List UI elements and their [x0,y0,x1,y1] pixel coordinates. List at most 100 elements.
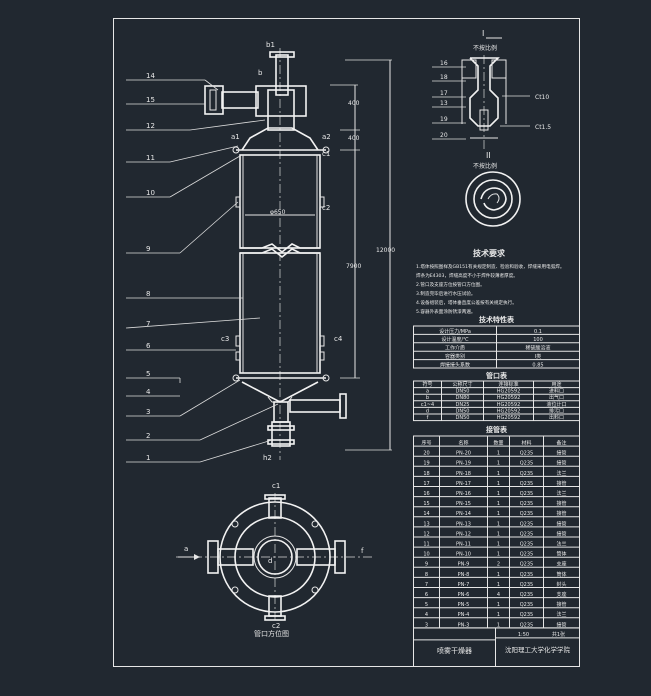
tech-req-line: 4.设备组装后，塔体垂直度公差按有关规定执行。 [416,299,517,306]
balloon-5: 5 [146,370,150,378]
parts-table-cell: 支座 [556,561,566,568]
parts-table-cell: Q235 [520,572,533,578]
balloon-2: 2 [146,432,150,440]
detail-II-caption: 不按比例 [473,162,497,170]
parts-table-cell: 20 [423,451,429,457]
detail-II-roman: II [486,151,491,160]
part-callouts [125,79,279,463]
parts-table-cell: Q235 [520,612,533,618]
nozzle-label-a1: a1 [231,133,240,141]
parts-table-cell: 1 [497,481,500,487]
parts-table-cell: Q235 [520,542,533,548]
detail-I-caption: 不按比例 [473,44,497,52]
balloon-3: 3 [146,408,150,416]
tech-req-title: 技术要求 [473,248,506,258]
nozzle-table-cell: d [426,408,429,414]
parts-table-cell: PN-4 [458,612,470,618]
tech-req-line: 1.塔体按照图样及GB151有关规定制造、检验和验收，焊缝采用电弧焊。 [416,263,565,270]
parts-table-cell: Q235 [520,521,533,527]
nozzle-label-a2: a2 [322,133,331,141]
parts-table-cell: 接管 [556,621,566,628]
parts-table-cell: PN-3 [458,622,470,628]
parts-table-cell: 法兰 [556,470,566,477]
dim-400-upper: 400 [348,100,360,107]
nozzle-table-title: 管口表 [486,371,508,380]
tech-req-lines: 1.塔体按照图样及GB151有关规定制造、检验和验收，焊缝采用电弧焊。 焊条为E… [416,263,565,315]
parts-table-cell: 材料 [521,440,531,447]
parts-table-cell: 1 [497,531,500,537]
title-block-name: 喷雾干燥器 [437,646,472,655]
balloon-10: 10 [146,189,155,197]
tech-req-line: 3.制造完毕后进行水压试验。 [416,290,476,297]
spec-table-cell: 设计压力/MPa [439,328,471,335]
title-block-sheet: 共1张 [552,631,565,638]
parts-table-cell: 1 [497,471,500,477]
detail-callout-20: 20 [440,132,448,139]
parts-table-cell: 支座 [556,591,566,598]
balloon-8: 8 [146,290,150,298]
parts-table-cell: 接管 [556,601,566,608]
nozzle-table-cell: 进料口 [549,388,564,395]
parts-table-cell: PN-7 [458,582,470,588]
balloon-1: 1 [146,454,150,462]
tech-req-line: 5.容器外表面涂防锈漆两遍。 [416,308,476,315]
parts-table-cell: PN-18 [456,471,471,477]
title-block-company: 沈阳理工大学化学学院 [505,645,571,654]
title-block-scale: 1:50 [518,632,529,638]
parts-table-cell: 法兰 [556,541,566,548]
parts-table-cell: 名称 [458,440,468,447]
spec-table-cell: 焊接接头系数 [440,361,470,368]
parts-table-cell: 10 [423,552,429,558]
parts-table-cell: Q235 [520,562,533,568]
parts-table-cell: PN-9 [458,562,470,568]
parts-table-cell: 接管 [556,500,566,507]
nozzle-orientation-view [176,493,372,621]
parts-table-cell: 接管 [556,530,566,537]
tech-req-line: 2.管口及支座方位按管口方位图。 [416,281,485,288]
nozzle-table-cell: 连接标准 [498,381,518,388]
parts-table-cell: 6 [425,592,428,598]
plan-label-c2: c2 [272,622,280,630]
parts-table-cell: PN-20 [456,451,471,457]
nozzle-label-c4: c4 [334,335,343,343]
parts-table-cell: 15 [423,501,429,507]
nozzle-table-cell: DN50 [456,389,470,395]
parts-table-cell: 9 [425,562,428,568]
parts-table-cell: PN-17 [456,481,471,487]
parts-table-cell: 1 [497,461,500,467]
parts-table-cell: PN-10 [456,552,471,558]
balloon-6: 6 [146,342,151,350]
nozzle-label-c3: c3 [221,335,229,343]
spec-table-cell: 设计温度/℃ [441,336,469,343]
parts-table-cell: Q235 [520,461,533,467]
parts-table-cell: 1 [497,582,500,588]
parts-table-cell: PN-5 [458,602,470,608]
nozzle-table-cell: 公称尺寸 [452,381,472,388]
nozzle-table-cell: HG20592 [497,402,521,408]
detail-I-roman: I [482,29,484,38]
nozzle-table-cell: c1~4 [421,402,434,408]
plan-label-f: f [361,547,364,555]
parts-table-cell: 5 [425,602,428,608]
parts-table-cell: Q235 [520,491,533,497]
parts-table-cell: 3 [425,622,428,628]
parts-table-cell: PN-8 [458,572,470,578]
parts-table-cell: 19 [423,461,429,467]
nozzle-table-cell: 液位计口 [546,401,566,408]
parts-table-cell: 1 [497,451,500,457]
parts-table-cell: Q235 [520,592,533,598]
nozzle-table-cell: HG20592 [497,408,521,414]
parts-table-cell: 12 [423,531,429,537]
parts-table-cell: PN-19 [456,461,471,467]
nozzle-table-cell: HG20592 [497,415,521,421]
nozzle-table-cell: DN80 [456,395,470,401]
detail-callout-19: 19 [440,116,448,123]
nozzle-table-cell: HG20592 [497,395,521,401]
spec-table-cell: 0.1 [534,329,542,335]
spec-table-cell: 稀硫酸溶液 [525,345,550,352]
parts-table-cell: 1 [497,542,500,548]
spec-table-cell: 工作介质 [445,345,465,352]
nozzle-label-b1: b1 [266,41,275,49]
